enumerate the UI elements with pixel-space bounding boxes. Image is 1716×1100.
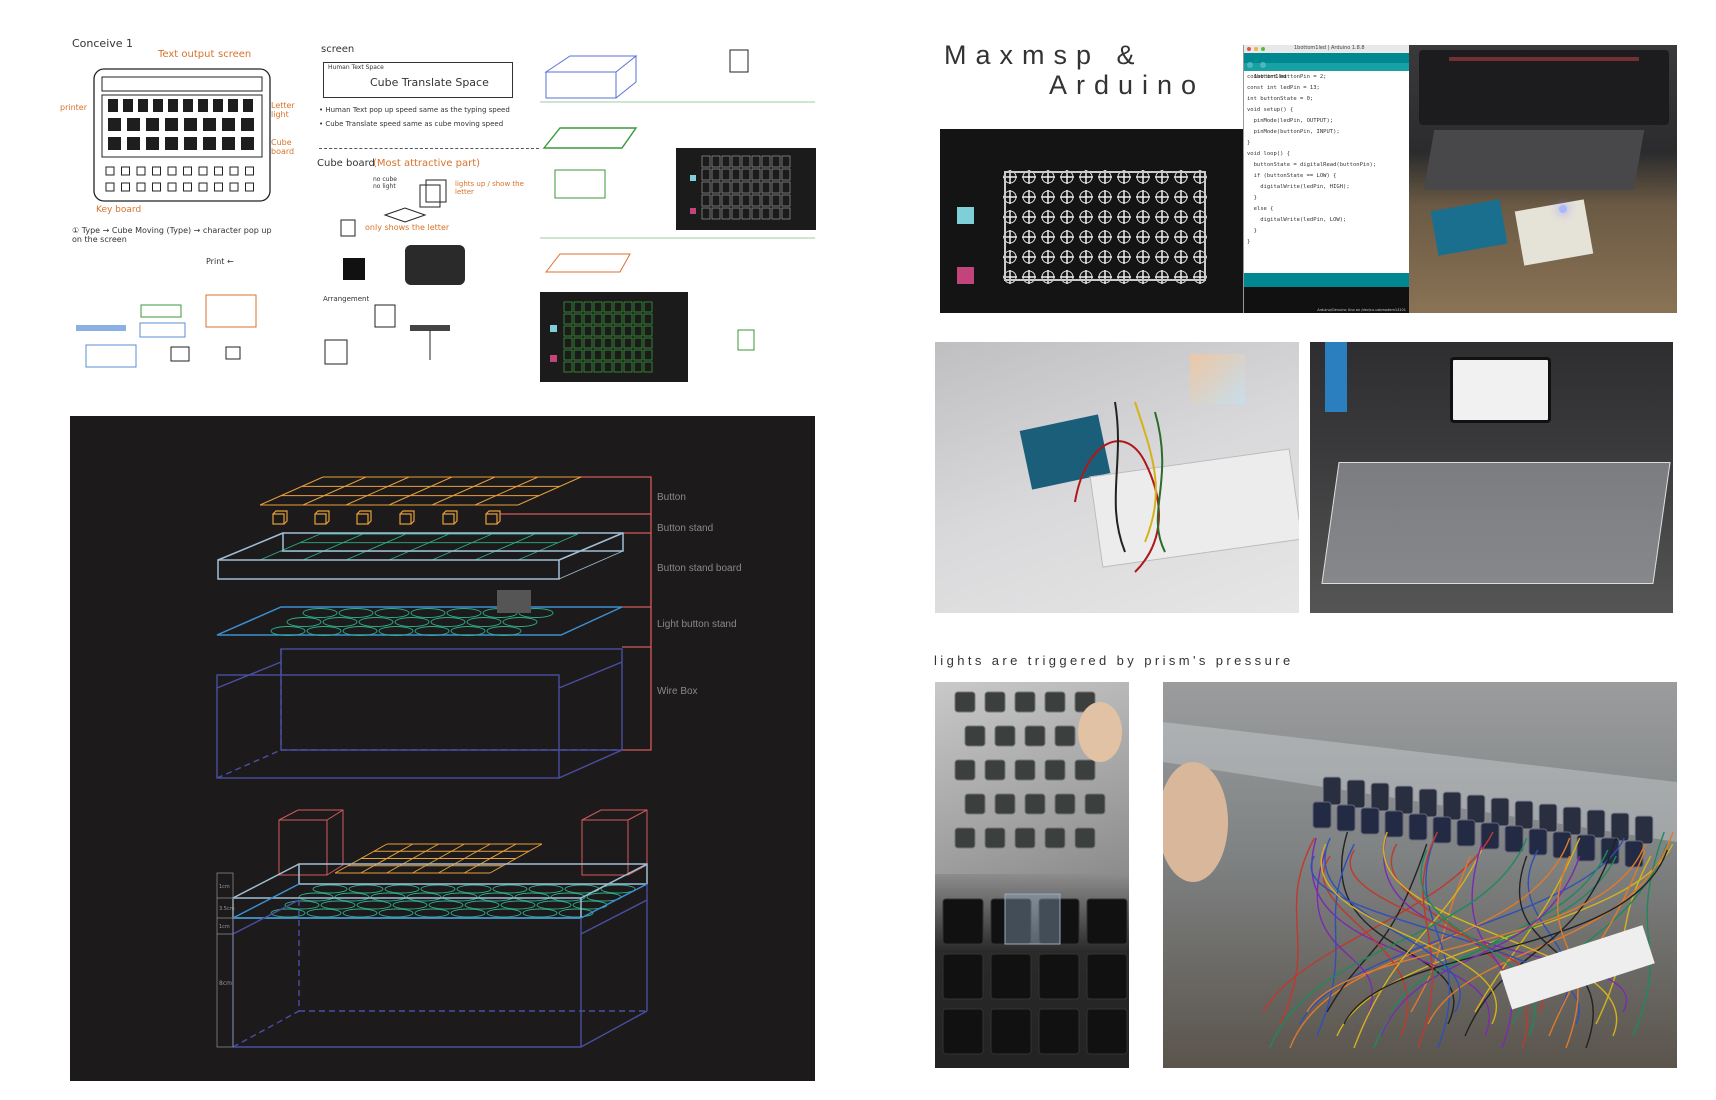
sketch-label: Cube board (317, 158, 375, 169)
code-line: void loop() { (1247, 151, 1291, 157)
code-line: int buttonState = 0; (1247, 96, 1314, 102)
code-line: if (buttonState == LOW) { (1247, 173, 1337, 179)
sketch-label: Arrangement (323, 295, 370, 303)
photo-prism-on-cube-board (935, 874, 1129, 1068)
sketch-device-drawing (93, 68, 271, 202)
code-line: } (1247, 140, 1251, 146)
assembled-structure: 1cm 3.5cm 1cm 8cm (216, 809, 648, 1048)
sketch-print-text: Print ← (206, 257, 234, 266)
divider (319, 148, 539, 149)
code-line: digitalWrite(ledPin, HIGH); (1247, 184, 1350, 190)
sketch-note: • Cube Translate speed same as cube movi… (319, 120, 504, 128)
sketch-label: Letter light (271, 101, 295, 119)
arduino-board-block (497, 590, 531, 613)
ide-console: Arduino/Genuino Uno on /dev/cu.usbmodem1… (1244, 273, 1410, 313)
sketch-screen-concept: screen Human Text Space Cube Translate S… (315, 40, 540, 385)
code-line: buttonState = digitalRead(buttonPin); (1247, 162, 1377, 168)
sketch-layout-studies (540, 40, 816, 385)
dimension-bar (216, 872, 234, 1048)
dimension-label: 1cm (219, 924, 230, 930)
diagram-background (70, 416, 815, 1081)
code-line: void setup() { (1247, 107, 1294, 113)
photo-laptop-arduino-breadboard (1409, 45, 1677, 313)
sketch-label: Cube Translate Space (370, 76, 489, 89)
sketch-note: • Human Text pop up speed same as the ty… (319, 106, 510, 114)
dimension-label: 8cm (219, 980, 232, 987)
sketch-label: screen (321, 44, 355, 55)
window-title: 1bottom1led | Arduino 1.8.8 (1294, 45, 1365, 51)
dimension-label: 1cm (219, 884, 230, 890)
sketch-small-studies (76, 294, 257, 368)
ide-status-bar: Arduino/Genuino Uno on /dev/cu.usbmodem1… (1317, 308, 1406, 312)
magenta-swatch (957, 267, 974, 284)
button-layer (259, 476, 582, 506)
sketch-cube-drawings (324, 179, 465, 365)
code-line: pinMode(ledPin, OUTPUT); (1247, 118, 1334, 124)
photo-caption: lights are triggered by prism's pressure (934, 653, 1294, 668)
code-line: } (1247, 195, 1257, 201)
diagram-label-light-button-stand: Light button stand (657, 619, 737, 630)
ide-toolbar (1244, 53, 1410, 68)
ide-tab-bar: 1bottom1led (1244, 63, 1410, 81)
tab-sketch[interactable]: 1bottom1led (1248, 73, 1293, 81)
section-title-line2: Arduino (1049, 70, 1206, 100)
code-editor[interactable]: const int buttonPin = 2; const int ledPin… (1244, 71, 1410, 263)
photo-acrylic-box-and-tablet (1310, 342, 1673, 613)
button-stand-board-layer (217, 532, 624, 580)
sketch-flow-text: ① Type → Cube Moving (Type) → character … (72, 226, 272, 244)
sketch-layout-drawing (540, 49, 816, 382)
wire-box-layer (216, 648, 623, 779)
sketch-label: Text output (158, 49, 215, 60)
dimension-label: 3.5cm (219, 906, 235, 912)
section-title-line1: Maxmsp & (944, 40, 1144, 70)
sketch-label: no cube no light (373, 176, 397, 190)
diagram-label-button-stand: Button stand (657, 523, 713, 534)
sketch-conceive-1: Conceive 1 Text output screen printer Le… (60, 33, 306, 283)
sketch-label: (Most attractive part) (373, 158, 481, 169)
code-line: pinMode(buttonPin, INPUT); (1247, 129, 1340, 135)
photo-button-matrix-wiring (935, 682, 1129, 874)
window-titlebar: 1bottom1led | Arduino 1.8.8 (1244, 45, 1410, 53)
sketch-screen-box: Human Text Space Cube Translate Space (323, 62, 513, 98)
diagram-label-wire-box: Wire Box (657, 686, 698, 697)
code-line: digitalWrite(ledPin, LOW); (1247, 217, 1347, 223)
code-line: } (1247, 239, 1251, 245)
arduino-ide-window: 1bottom1led | Arduino 1.8.8 1bottom1led … (1243, 45, 1410, 313)
sketch-label: Human Text Space (328, 64, 384, 71)
code-line: const int ledPin = 13; (1247, 85, 1320, 91)
diagram-label-button: Button (657, 492, 686, 503)
sketch-label: screen (218, 49, 252, 60)
sketch-label: only shows the letter (365, 223, 450, 232)
exploded-structure-diagram: Button Button stand Button stand board L… (70, 416, 815, 1081)
sketch-label: lights up / show the letter (455, 180, 524, 196)
code-line: else { (1247, 206, 1274, 212)
photo-arduino-wiring-prototype (935, 342, 1299, 613)
light-button-stand-layer (216, 590, 623, 636)
diagram-label-button-stand-board: Button stand board (657, 563, 742, 574)
cyan-swatch (957, 207, 974, 224)
photo-wired-buttons-inside-box (1163, 682, 1677, 1068)
sketch-label: Cube board (271, 138, 295, 156)
sketch-label: printer (60, 103, 88, 112)
maxmsp-patch-screenshot (940, 129, 1243, 313)
button-stand-layer (272, 510, 501, 525)
sketch-label: Key board (96, 205, 142, 215)
code-line: const int buttonPin = 2; (1247, 74, 1327, 80)
sketch-title: Conceive 1 (72, 37, 134, 50)
code-line: } (1247, 228, 1257, 234)
